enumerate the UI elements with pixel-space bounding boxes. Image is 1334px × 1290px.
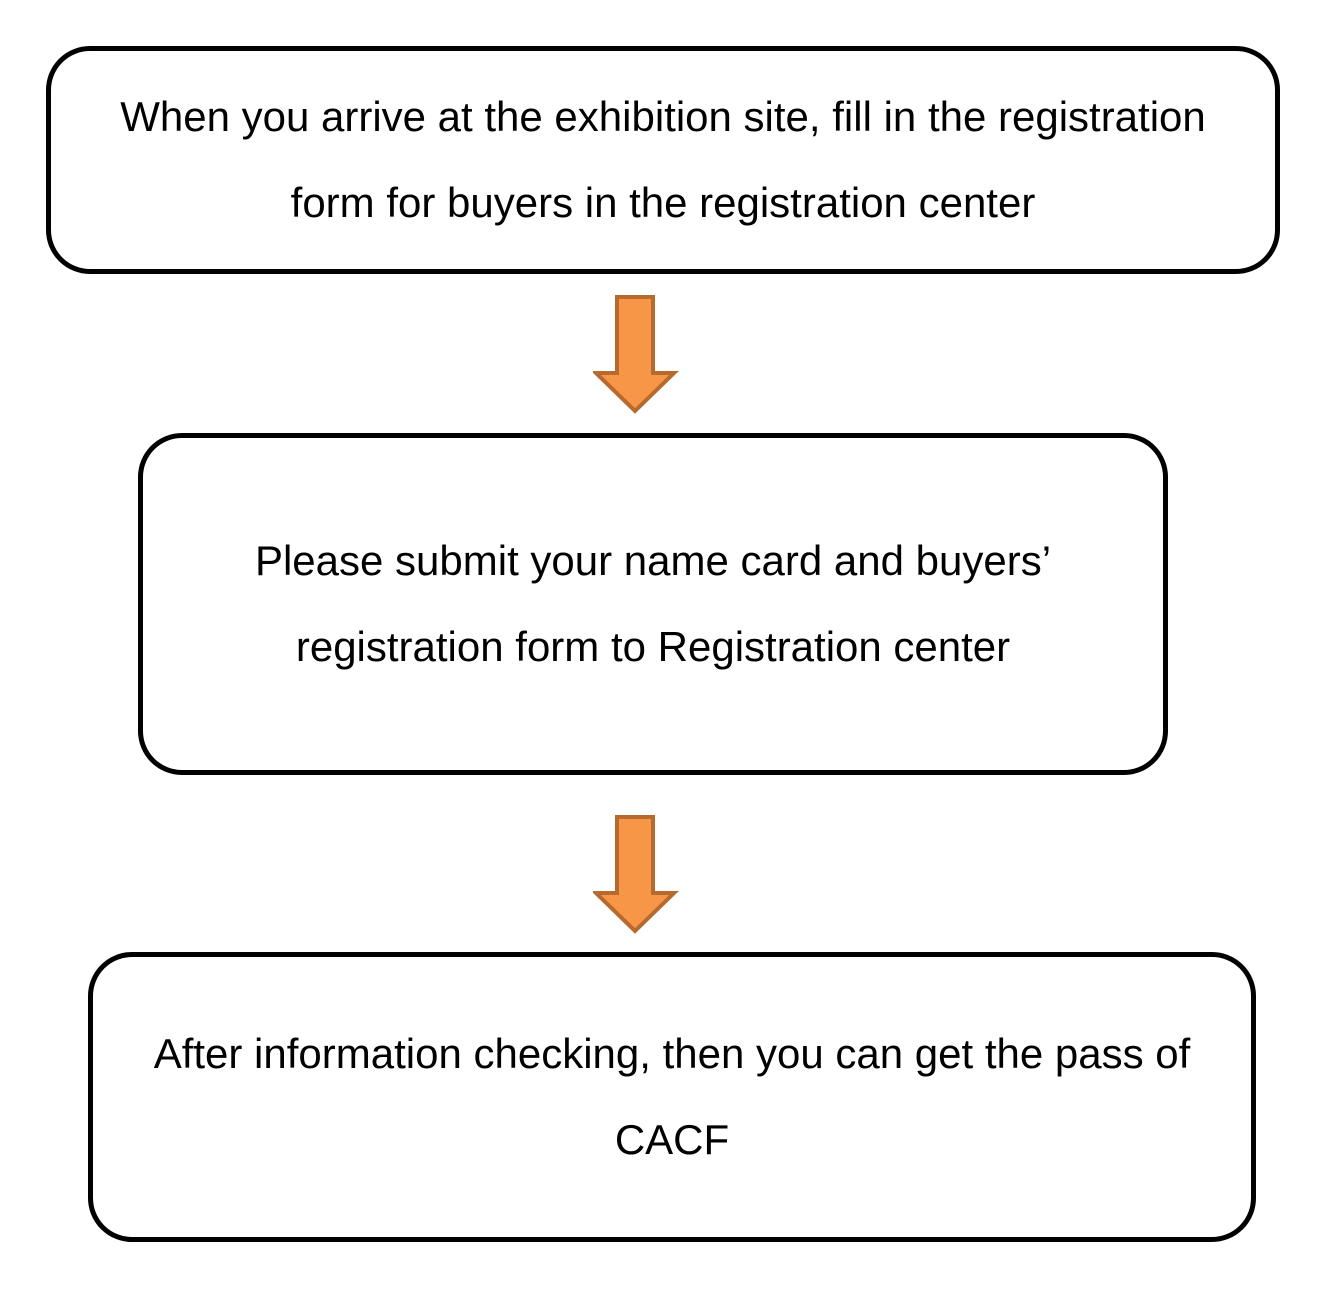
step-3-box: After information checking, then you can… [88,952,1256,1242]
step-1-box: When you arrive at the exhibition site, … [46,46,1280,274]
step-2-box: Please submit your name card and buyers’… [138,433,1168,775]
step-1-text: When you arrive at the exhibition site, … [120,93,1206,226]
step-2-text: Please submit your name card and buyers’… [254,537,1052,670]
down-arrow-shape [593,295,679,414]
down-arrow-icon [593,815,679,934]
step-3-text: After information checking, then you can… [153,1030,1191,1163]
down-arrow-shape [593,815,679,934]
down-arrow-icon [593,295,679,414]
